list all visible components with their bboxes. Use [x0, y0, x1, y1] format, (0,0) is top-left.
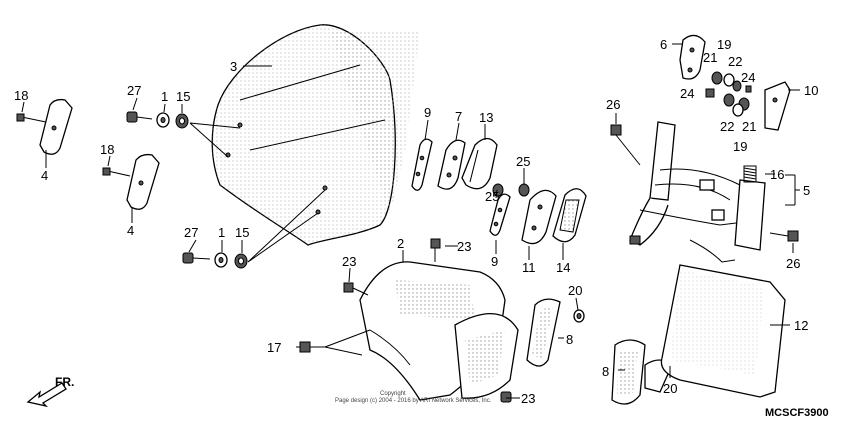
callout-9-lower: 9 — [491, 254, 498, 269]
pin-24-upper — [745, 85, 752, 93]
callout-4-upper: 4 — [41, 168, 48, 183]
callout-23-bottom: 23 — [521, 391, 535, 406]
washer-22-lower — [723, 93, 735, 107]
bolt-18-upper — [16, 113, 47, 123]
callout-23-top: 23 — [457, 239, 471, 254]
grommet-20-upper — [573, 309, 585, 323]
callout-7: 7 — [455, 109, 462, 124]
callout-4-lower: 4 — [127, 223, 134, 238]
callout-8-left: 8 — [602, 364, 609, 379]
lever-10 — [764, 81, 791, 131]
callout-1-upper: 1 — [161, 89, 168, 104]
callout-2: 2 — [397, 236, 404, 251]
callout-26-left: 26 — [606, 97, 620, 112]
callout-23-left: 23 — [342, 254, 356, 269]
bracket-7 — [437, 139, 466, 190]
callout-8-right: 8 — [566, 332, 573, 347]
callout-27-lower: 27 — [184, 225, 198, 240]
callout-22-lower: 22 — [720, 119, 734, 134]
washer-1-upper — [156, 112, 170, 128]
callout-15-upper: 15 — [176, 89, 190, 104]
washer-21-upper — [711, 71, 723, 85]
callout-19-lower: 19 — [733, 139, 747, 154]
bolt-18-lower — [102, 167, 131, 177]
callout-15-lower: 15 — [235, 225, 249, 240]
screw-23-top — [430, 238, 441, 262]
side-deflector-upper — [39, 98, 73, 155]
callout-27-upper: 27 — [127, 83, 141, 98]
nut-25-upper — [492, 183, 504, 197]
nut-15-lower — [234, 253, 248, 269]
callout-18-lower: 18 — [100, 142, 114, 157]
washer-19-lower — [732, 103, 744, 117]
screw-27-lower — [182, 252, 211, 264]
screw-27-upper — [126, 111, 153, 123]
callout-25-upper: 25 — [516, 154, 530, 169]
callout-24-lower: 24 — [680, 86, 694, 101]
callout-1-lower: 1 — [218, 225, 225, 240]
callout-9-upper: 9 — [424, 105, 431, 120]
screw-23-bottom — [500, 391, 512, 403]
lower-cowl — [359, 261, 519, 401]
callout-21-lower: 21 — [742, 119, 756, 134]
bolt-26-right — [769, 230, 799, 242]
front-direction-arrow: FR. — [26, 375, 74, 408]
cover-14 — [552, 188, 587, 243]
callout-3: 3 — [230, 59, 237, 74]
copyright-line-2: Page design (c) 2004 - 2016 by ARI Netwo… — [335, 398, 492, 404]
plate-8-right — [526, 298, 561, 367]
bracket-assembly-5 — [629, 121, 766, 263]
front-label: FR. — [55, 375, 74, 389]
callout-22-upper: 22 — [728, 54, 742, 69]
panel-12 — [660, 264, 786, 398]
callout-17: 17 — [267, 340, 281, 355]
callout-13: 13 — [479, 110, 493, 125]
spring-16 — [743, 165, 757, 183]
cover-13 — [461, 137, 498, 190]
callout-12: 12 — [794, 318, 808, 333]
callout-24-upper: 24 — [741, 70, 755, 85]
windscreen — [211, 24, 420, 246]
callout-10: 10 — [804, 83, 818, 98]
callout-14: 14 — [556, 260, 570, 275]
side-deflector-lower — [126, 153, 160, 210]
callout-6: 6 — [660, 37, 667, 52]
callout-26-right: 26 — [786, 256, 800, 271]
callout-20-upper: 20 — [568, 283, 582, 298]
washer-1-lower — [214, 252, 228, 268]
nut-15-upper — [175, 113, 189, 129]
callout-16: 16 — [770, 167, 784, 182]
bolt-26-left — [610, 124, 622, 136]
callout-5: 5 — [803, 183, 810, 198]
diagram-code: MCSCF3900 — [765, 407, 829, 419]
strip-9-lower — [489, 193, 511, 236]
leader-lines — [21, 43, 800, 399]
callout-11: 11 — [522, 260, 536, 275]
clip-17 — [299, 329, 371, 356]
bracket-11 — [521, 189, 557, 245]
knob-6 — [679, 34, 706, 80]
callout-21-upper: 21 — [703, 50, 717, 65]
nut-25-lower — [518, 183, 530, 197]
washer-22-upper — [732, 80, 742, 92]
callout-19-upper: 19 — [717, 37, 731, 52]
pin-24-lower — [705, 88, 715, 98]
washer-19-upper — [723, 73, 735, 87]
callout-18-upper: 18 — [14, 88, 28, 103]
callout-20-lower: 20 — [663, 381, 677, 396]
strip-9-upper — [411, 138, 433, 191]
copyright-line-1: Copyright — [380, 391, 406, 397]
screw-23-left — [343, 282, 369, 296]
callout-25-lower: 25 — [485, 189, 499, 204]
